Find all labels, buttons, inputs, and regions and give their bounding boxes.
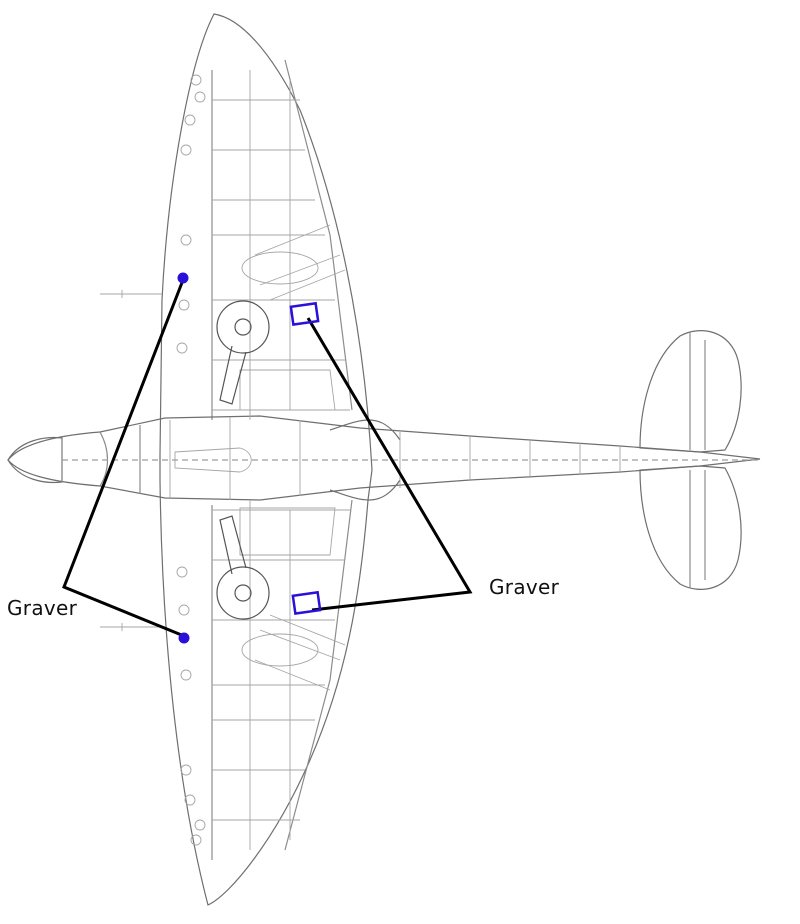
tailplane-upper <box>639 330 742 453</box>
annotation-lines <box>62 279 473 638</box>
marker-dot-lower <box>178 632 190 644</box>
marker-dot-upper <box>177 272 189 284</box>
aircraft-outline <box>7 13 761 906</box>
access-panel-upper <box>241 251 319 285</box>
wing-outline <box>159 13 373 906</box>
wheel-lower-hub <box>234 584 252 602</box>
wheel-lower <box>216 566 270 620</box>
fuselage-outline <box>7 415 761 501</box>
graver-label-left: Graver <box>7 596 78 620</box>
cannon-upper <box>100 290 162 298</box>
access-panel-lower <box>241 633 319 667</box>
flap-line <box>284 59 353 851</box>
marker-box-lower <box>291 590 322 615</box>
wing-hole-row <box>176 74 206 846</box>
graver-label-right: Graver <box>489 575 560 599</box>
landing-gear <box>216 300 270 620</box>
elevator-lines <box>689 332 706 588</box>
wheel-upper-hub <box>234 318 252 336</box>
lower-wing-panels <box>212 500 350 850</box>
left-callout-line <box>62 279 185 638</box>
tailplane-lower <box>639 465 742 590</box>
radiator-upper <box>239 369 336 411</box>
wheel-upper <box>216 300 270 354</box>
marker-box-upper <box>289 301 320 326</box>
graver-markers <box>177 272 322 644</box>
wing-hatching <box>254 224 346 691</box>
intake-shape <box>174 447 252 473</box>
gear-leg-lower <box>219 515 247 575</box>
gear-leg-upper <box>219 345 247 405</box>
panel-details <box>100 70 621 850</box>
fuselage-panels <box>169 417 621 500</box>
radiator-lower <box>239 507 336 556</box>
right-callout-line <box>306 317 473 612</box>
cannon-lower <box>100 623 162 631</box>
